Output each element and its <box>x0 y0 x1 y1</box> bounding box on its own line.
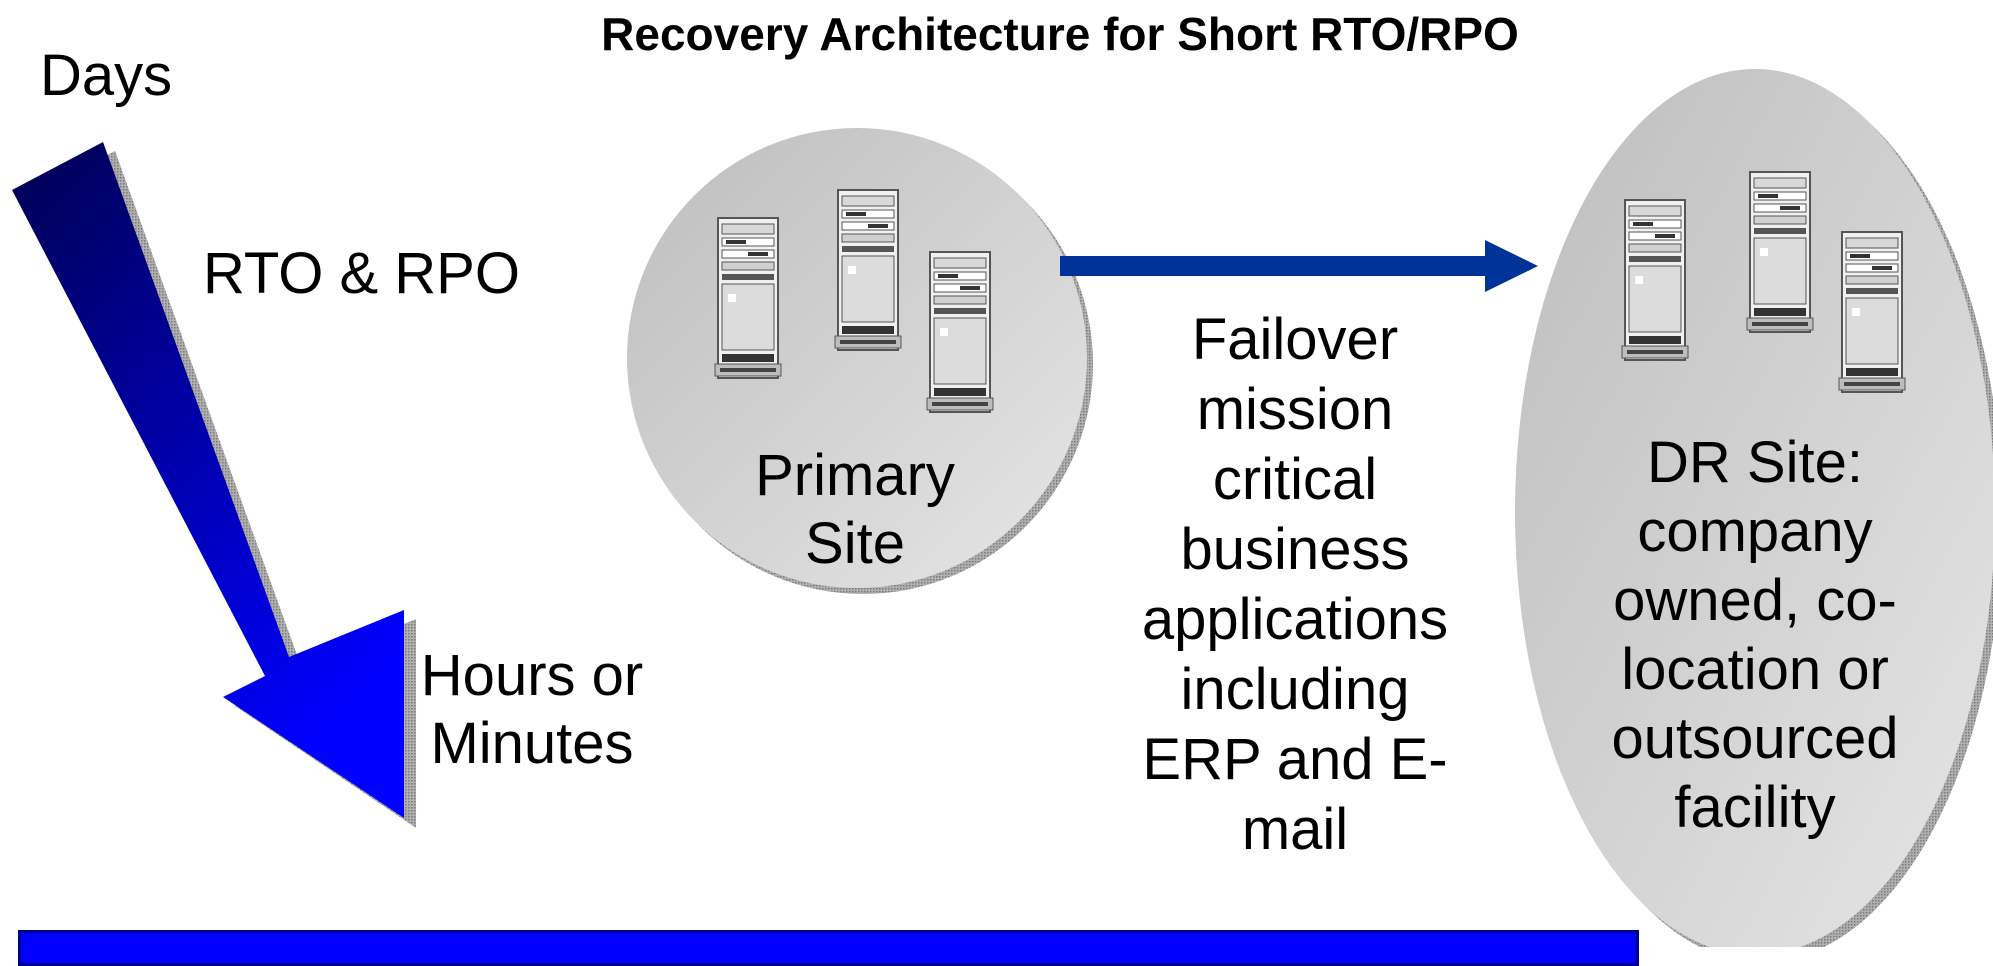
failover-arrow <box>1060 240 1538 292</box>
arrow-top-label: Days <box>40 43 173 108</box>
diagram-title: Recovery Architecture for Short RTO/RPO <box>601 8 1519 60</box>
arrow-mid-label: RTO & RPO <box>203 241 520 306</box>
server-rack-icon <box>834 189 902 351</box>
arrow-bottom-label: Hours or Minutes <box>420 643 644 776</box>
server-rack-icon <box>926 251 994 413</box>
server-rack-icon <box>1838 231 1906 393</box>
bottom-bar <box>18 930 1639 966</box>
failover-label: Failover mission critical business appli… <box>1141 307 1449 862</box>
rto-rpo-arrow <box>12 142 416 828</box>
server-rack-icon <box>714 217 782 379</box>
dr-site-label: DR Site: company owned, co-location or o… <box>1611 430 1899 840</box>
server-rack-icon <box>1621 199 1689 361</box>
primary-site-label: Primary Site <box>755 443 955 576</box>
server-rack-icon <box>1746 171 1814 333</box>
